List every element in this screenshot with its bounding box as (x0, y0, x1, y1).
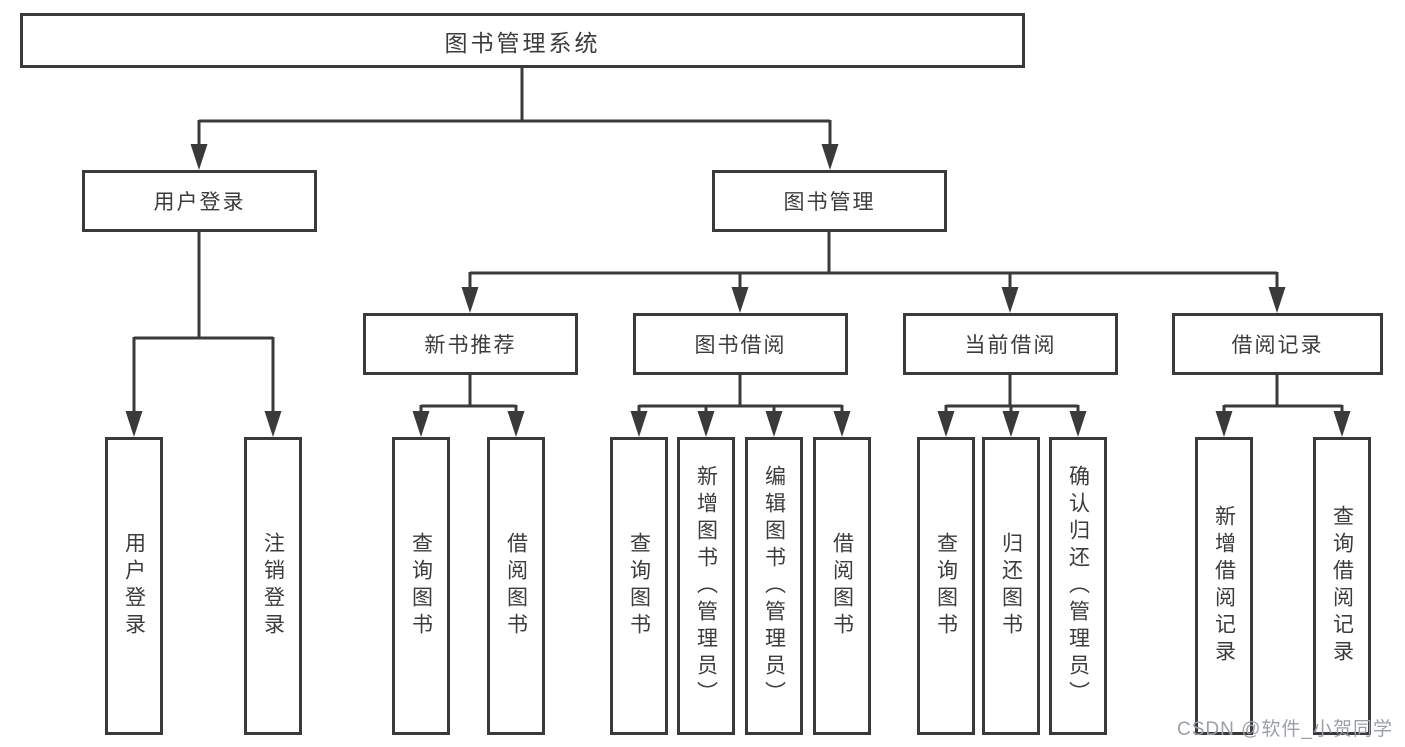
connector-book-borrow (637, 375, 844, 413)
leaf-borrow-book: 借阅图书 (813, 437, 871, 735)
leaf-query-book-current: 查询图书 (917, 437, 975, 735)
leaf-label: 新增图书（管理员） (694, 464, 718, 708)
leaf-edit-book-admin: 编辑图书（管理员） (745, 437, 803, 735)
leaf-user-login: 用户登录 (105, 437, 163, 735)
node-book-mgmt-label: 图书管理 (783, 191, 876, 214)
connector-book-mgmt (468, 232, 1279, 289)
leaf-label: 归还图书 (999, 532, 1023, 640)
csdn-watermark: CSDN @软件_小贺同学 (1177, 719, 1393, 740)
node-borrow-records: 借阅记录 (1172, 313, 1383, 375)
leaf-label: 查询图书 (409, 532, 433, 640)
node-new-book-recommend-label: 新书推荐 (424, 334, 517, 357)
leaf-label: 新增借阅记录 (1212, 505, 1236, 667)
node-book-mgmt: 图书管理 (712, 170, 947, 232)
leaf-return-book: 归还图书 (982, 437, 1040, 735)
node-book-borrow: 图书借阅 (633, 313, 848, 375)
leaf-label: 查询借阅记录 (1330, 505, 1354, 667)
node-new-book-recommend: 新书推荐 (363, 313, 578, 375)
leaf-label: 确认归还（管理员） (1066, 464, 1090, 708)
node-user-login-label: 用户登录 (153, 191, 246, 214)
node-root-label: 图书管理系统 (444, 29, 601, 56)
node-borrow-records-label: 借阅记录 (1231, 334, 1324, 357)
connector-new-book (419, 375, 518, 413)
leaf-query-borrow-record: 查询借阅记录 (1313, 437, 1371, 735)
leaf-confirm-return-admin: 确认归还（管理员） (1049, 437, 1107, 735)
leaf-logout: 注销登录 (244, 437, 302, 735)
leaf-label: 查询图书 (934, 532, 958, 640)
leaf-add-book-admin: 新增图书（管理员） (677, 437, 735, 735)
node-current-borrow: 当前借阅 (903, 313, 1118, 375)
node-user-login: 用户登录 (82, 170, 317, 232)
connector-borrow-records (1222, 375, 1344, 413)
leaf-query-book-recommend: 查询图书 (392, 437, 450, 735)
node-current-borrow-label: 当前借阅 (964, 334, 1057, 357)
connector-user-login (132, 232, 275, 413)
leaf-label: 借阅图书 (830, 532, 854, 640)
node-root: 图书管理系统 (20, 13, 1025, 68)
leaf-label: 用户登录 (122, 532, 146, 640)
leaf-query-book-borrow: 查询图书 (610, 437, 668, 735)
leaf-label: 查询图书 (627, 532, 651, 640)
leaf-label: 注销登录 (261, 532, 285, 640)
connector-current-borrow (944, 375, 1080, 413)
leaf-add-borrow-record: 新增借阅记录 (1195, 437, 1253, 735)
leaf-label: 借阅图书 (504, 532, 528, 640)
node-book-borrow-label: 图书借阅 (694, 334, 787, 357)
leaf-borrow-book-recommend: 借阅图书 (487, 437, 545, 735)
leaf-label: 编辑图书（管理员） (762, 464, 786, 708)
connector-root (197, 68, 832, 146)
